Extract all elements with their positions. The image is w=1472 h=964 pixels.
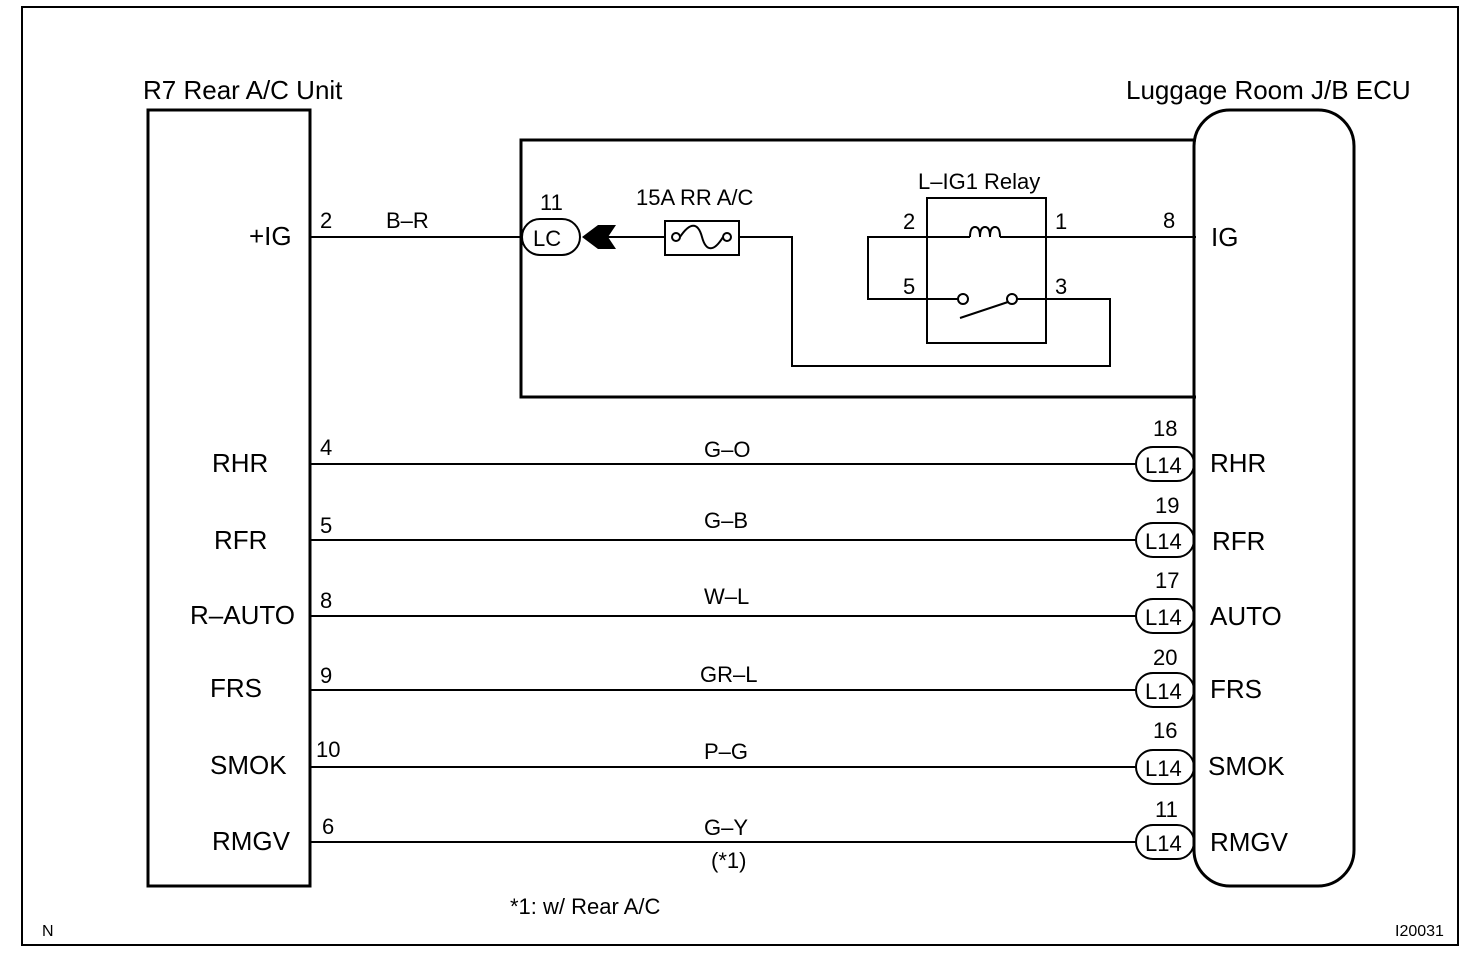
right-terminal-label: RHR (1210, 448, 1266, 478)
l14-connector (1135, 824, 1195, 860)
left-ig-pin: 2 (320, 208, 332, 233)
left-unit-title: R7 Rear A/C Unit (143, 75, 343, 105)
left-terminal-pin: 4 (320, 435, 332, 460)
right-terminal-label: AUTO (1210, 601, 1282, 631)
right-terminal-label: SMOK (1208, 751, 1285, 781)
right-terminal-label: FRS (1210, 674, 1262, 704)
fuse-label: 15A RR A/C (636, 185, 754, 210)
right-terminal-label: RMGV (1210, 827, 1289, 857)
ig-wire-color: B–R (386, 208, 429, 233)
left-terminal-label: SMOK (210, 750, 287, 780)
corner-left-mark: N (42, 923, 54, 940)
left-terminal-label: RMGV (212, 826, 291, 856)
relay-pin-5: 5 (903, 274, 915, 299)
relay-box (926, 197, 1047, 344)
l14-connector-label: L14 (1145, 529, 1182, 554)
l14-connector-label: L14 (1145, 756, 1182, 781)
right-connector-pin: 20 (1153, 645, 1177, 670)
right-unit-title: Luggage Room J/B ECU (1126, 75, 1411, 105)
left-terminal-pin: 6 (322, 814, 334, 839)
wire-color-label: G–O (704, 437, 750, 462)
left-terminal-pin: 8 (320, 588, 332, 613)
l14-connector-label: L14 (1145, 831, 1182, 856)
row-rhr: RHR 4 G–O 18 L14 RHR (212, 416, 1266, 482)
lc-connector (521, 218, 581, 256)
left-terminal-label: R–AUTO (190, 600, 295, 630)
l14-connector-label: L14 (1145, 679, 1182, 704)
fuse-terminal-right (722, 232, 732, 242)
wire-color-label: GR–L (700, 662, 757, 687)
l14-connector (1135, 598, 1195, 634)
fuse-element-icon (679, 224, 724, 250)
relay-label: L–IG1 Relay (918, 169, 1040, 194)
right-connector-pin: 17 (1155, 568, 1179, 593)
wire-note: (*1) (711, 848, 746, 873)
left-ig-label: +IG (249, 221, 292, 251)
junction-block-enclosure (519, 138, 1196, 399)
fuse-terminal-left (671, 232, 681, 242)
row-rmgv: RMGV 6 G–Y (*1) 11 L14 RMGV (212, 797, 1289, 873)
relay-pin-2: 2 (903, 209, 915, 234)
l14-connector (1135, 522, 1195, 558)
wire-color-label: P–G (704, 739, 748, 764)
left-terminal-label: RFR (214, 525, 267, 555)
relay-loop-wire (867, 236, 927, 300)
l14-connector (1135, 672, 1195, 708)
footnote: *1: w/ Rear A/C (510, 894, 661, 919)
left-unit-box (146, 108, 312, 888)
left-terminal-pin: 10 (316, 737, 340, 762)
corner-right-code: I20031 (1395, 923, 1444, 940)
row-frs: FRS 9 GR–L 20 L14 FRS (210, 645, 1262, 708)
row-rfr: RFR 5 G–B 19 L14 RFR (214, 493, 1265, 558)
relay-coil-icon (969, 225, 1001, 238)
left-terminal-pin: 9 (320, 663, 332, 688)
right-ig-label: IG (1211, 222, 1238, 252)
left-terminal-label: FRS (210, 673, 262, 703)
wire-color-label: W–L (704, 584, 749, 609)
wire-color-label: G–Y (704, 815, 748, 840)
relay-switch-blade-icon (959, 301, 1009, 319)
right-connector-pin: 18 (1153, 416, 1177, 441)
left-terminal-label: RHR (212, 448, 268, 478)
lc-connector-pin: 11 (540, 190, 563, 215)
relay-switch-contact-right (1006, 293, 1018, 305)
diagram-frame (21, 6, 1459, 946)
right-unit-box (1192, 108, 1356, 888)
right-terminal-label: RFR (1212, 526, 1265, 556)
right-connector-pin: 19 (1155, 493, 1179, 518)
l14-connector-label: L14 (1145, 605, 1182, 630)
relay-pin-1: 1 (1055, 209, 1067, 234)
l14-connector-label: L14 (1145, 453, 1182, 478)
right-ig-pin: 8 (1163, 208, 1175, 233)
left-terminal-pin: 5 (320, 513, 332, 538)
connector-arrow-icon (582, 225, 616, 249)
wire-color-label: G–B (704, 508, 748, 533)
right-connector-pin: 11 (1155, 797, 1178, 822)
row-auto: R–AUTO 8 W–L 17 L14 AUTO (190, 568, 1282, 634)
l14-connector (1135, 446, 1195, 482)
l14-connector (1135, 749, 1195, 785)
relay-pin-3: 3 (1055, 274, 1067, 299)
relay-switch-contact-left (957, 293, 969, 305)
lc-connector-label: LC (533, 226, 561, 251)
right-connector-pin: 16 (1153, 718, 1177, 743)
row-smok: SMOK 10 P–G 16 L14 SMOK (210, 718, 1285, 785)
fuse-to-relay-wire (739, 236, 1111, 367)
